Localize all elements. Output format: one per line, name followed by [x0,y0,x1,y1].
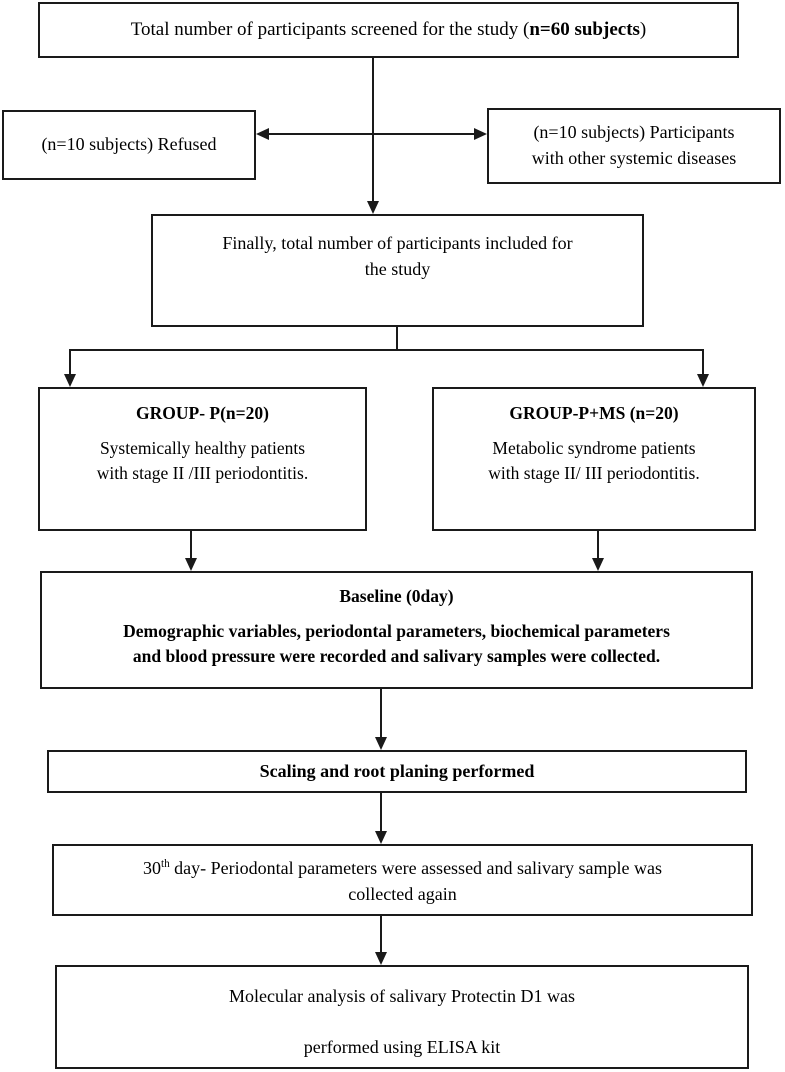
node-screened-text: Total number of participants screened fo… [40,17,737,44]
node-day30-ordinal-suffix: th [160,858,170,870]
node-scaling-root-planing: Scaling and root planing performed [47,750,747,793]
node-day30-assessment: 30th day- Periodontal parameters were as… [52,844,753,916]
arrowhead-into-elisa [375,952,387,965]
node-baseline-line1: Demographic variables, periodontal param… [123,620,670,641]
node-day30-line2: collected again [348,883,457,904]
node-group-pms-line1: Metabolic syndrome patients [492,437,696,458]
connector-included-split-right [397,349,704,376]
arrowhead-baseline-right [592,558,604,571]
node-baseline: Baseline (0day) Demographic variables, p… [40,571,753,689]
node-systemic: (n=10 subjects) Participants with other … [487,108,781,184]
node-group-p-line2: with stage II /III periodontitis. [96,462,309,483]
node-baseline-title: Baseline (0day) [339,586,454,606]
arrowhead-into-group-p [64,374,76,387]
arrowhead-into-included [367,201,379,214]
node-group-p: GROUP- P(n=20) Systemically healthy pati… [38,387,367,531]
arrowhead-into-day30 [375,831,387,844]
arrowhead-into-srp [375,737,387,750]
arrowhead-to-refused [256,128,269,140]
node-srp-text: Scaling and root planing performed [259,760,535,781]
node-elisa-analysis: Molecular analysis of salivary Protectin… [55,965,749,1069]
node-included-line1: Finally, total number of participants in… [222,233,573,253]
node-screened-emphasis: n=60 subjects [529,18,640,40]
node-screened: Total number of participants screened fo… [38,2,739,58]
node-elisa-line2: performed using ELISA kit [303,1036,501,1057]
node-group-pms-line2: with stage II/ III periodontitis. [488,462,700,483]
node-group-pms-title: GROUP-P+MS (n=20) [509,403,679,423]
node-screened-suffix: ) [639,18,647,40]
node-group-p-title: GROUP- P(n=20) [136,403,269,423]
arrowhead-baseline-left [185,558,197,571]
node-included: Finally, total number of participants in… [151,214,644,327]
arrowhead-to-systemic [474,128,487,140]
node-systemic-line1: (n=10 subjects) Participants [533,122,735,143]
node-elisa-line1: Molecular analysis of salivary Protectin… [229,986,575,1006]
node-group-p-line1: Systemically healthy patients [99,437,306,458]
node-systemic-line2: with other systemic diseases [531,148,737,168]
node-day30-line1: 30th day- Periodontal parameters were as… [54,856,751,882]
node-day30-rest: day- Periodontal parameters were assesse… [169,858,662,878]
node-group-pms: GROUP-P+MS (n=20) Metabolic syndrome pat… [432,387,756,531]
node-baseline-line2: and blood pressure were recorded and sal… [132,645,661,666]
connector-included-split [69,327,398,376]
node-refused: (n=10 subjects) Refused [2,110,256,180]
node-included-line2: the study [364,258,431,279]
node-refused-text: (n=10 subjects) Refused [41,134,217,155]
node-screened-prefix: Total number of participants screened fo… [130,18,530,40]
arrowhead-into-group-pms [697,374,709,387]
node-day30-number: 30 [142,858,161,878]
